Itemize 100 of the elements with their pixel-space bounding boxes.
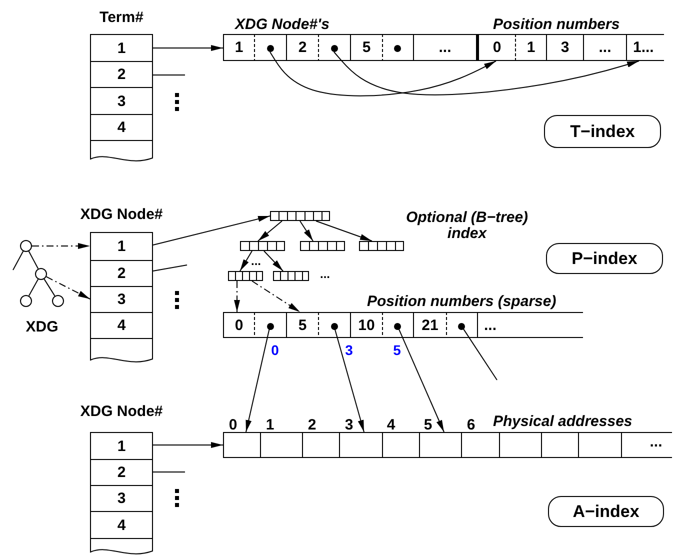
btree-node xyxy=(240,241,285,251)
index-tag: T−index xyxy=(544,115,661,148)
btree-node xyxy=(273,271,309,281)
address-number: 1 xyxy=(266,416,274,434)
table-heading: Term# xyxy=(98,9,144,27)
edge-label: 5 xyxy=(393,342,401,358)
array-cell: 21 xyxy=(413,312,446,338)
table-heading: XDG Node# xyxy=(79,403,164,421)
btree-node xyxy=(300,241,345,251)
index-tag: P−index xyxy=(546,243,663,274)
memory-cell xyxy=(419,432,461,458)
table-cell: 3 xyxy=(90,485,153,512)
table-cell: 1 xyxy=(90,232,153,261)
arrow xyxy=(152,45,224,51)
torn-table-end xyxy=(90,538,153,557)
connector-line xyxy=(12,250,24,270)
arrow xyxy=(152,216,270,246)
connector-line xyxy=(44,278,56,296)
memory-cell xyxy=(302,432,339,458)
tree-node-circle xyxy=(20,295,32,307)
memory-cell xyxy=(339,432,382,458)
arrow xyxy=(316,220,372,242)
address-number: 6 xyxy=(466,416,476,434)
dash-dot-arrow xyxy=(252,280,300,312)
array-heading: XDG Node#'s xyxy=(235,16,330,34)
memory-cell xyxy=(223,432,260,458)
pointer-dot xyxy=(330,45,338,52)
array xyxy=(223,413,675,458)
tree-node-circle xyxy=(35,268,47,280)
memory-cell xyxy=(541,432,578,458)
array-cell: ... xyxy=(477,312,583,338)
annotation: Optional (B−tree) index xyxy=(404,210,530,242)
tree-caption: XDG xyxy=(26,318,58,336)
pointer-dot xyxy=(458,322,465,330)
tree-node-circle xyxy=(52,295,64,307)
arrow xyxy=(334,52,640,96)
arrow xyxy=(334,328,364,432)
dash-dot-arrow xyxy=(46,276,90,300)
array-cell: 2 xyxy=(286,34,318,61)
pointer-dot xyxy=(330,322,338,330)
array-heading: Position numbers xyxy=(493,16,620,34)
memory-cell xyxy=(499,432,541,458)
array-cell: 1 xyxy=(515,34,546,61)
table-cell: 4 xyxy=(90,511,153,539)
arrow xyxy=(398,328,444,432)
memory-cell xyxy=(621,432,672,458)
array-cell: 5 xyxy=(350,34,382,61)
address-number: 4 xyxy=(386,416,396,434)
table-cell: 1 xyxy=(90,34,153,62)
array-cell: 3 xyxy=(546,34,583,61)
pointer-dot xyxy=(394,45,401,52)
connector-line xyxy=(152,74,186,76)
array-cell: 0 xyxy=(223,312,254,338)
array-cell: 1 xyxy=(223,34,254,61)
pointer-dot xyxy=(266,45,274,52)
array-heading: Position numbers (sparse) xyxy=(367,293,556,311)
memory-cell xyxy=(260,432,302,458)
tree-node-circle xyxy=(20,240,32,252)
edge-label: 0 xyxy=(271,342,279,358)
arrow xyxy=(264,250,284,272)
array-cell: ... xyxy=(413,34,476,61)
btree-node xyxy=(359,241,404,251)
arrow xyxy=(152,442,224,448)
arrow xyxy=(258,220,282,242)
address-number: 2 xyxy=(308,416,316,434)
dash-dot-arrow xyxy=(234,280,240,312)
array xyxy=(223,15,665,61)
ellipsis: ... xyxy=(650,434,662,450)
dash-dot-arrow xyxy=(32,243,90,249)
array-cell: ... xyxy=(583,34,626,61)
arrow xyxy=(300,220,314,242)
address-number: 3 xyxy=(344,416,354,434)
table-cell: 3 xyxy=(90,87,153,115)
btree-node xyxy=(270,211,330,221)
pointer-dot xyxy=(266,322,274,330)
array-cell: 0 xyxy=(476,34,515,61)
arrow xyxy=(240,250,252,272)
table-cell: 1 xyxy=(90,432,153,460)
ellipsis: ... xyxy=(251,254,261,268)
array-cell: 5 xyxy=(286,312,318,338)
address-number: 5 xyxy=(424,416,432,434)
memory-cell xyxy=(461,432,499,458)
connector-line xyxy=(28,278,39,296)
table-cell: 3 xyxy=(90,286,153,313)
table-cell: 4 xyxy=(90,114,153,141)
array-cell: 1... xyxy=(626,34,664,61)
edge-label: 3 xyxy=(345,342,353,358)
arrow xyxy=(270,52,496,96)
btree-node xyxy=(228,271,263,281)
memory-cell xyxy=(578,432,621,458)
array-cell: 10 xyxy=(350,312,382,338)
connector-line xyxy=(28,250,39,270)
pointer-dot xyxy=(394,322,401,330)
table-cell: 2 xyxy=(90,61,153,88)
table-heading: XDG Node# xyxy=(79,206,164,224)
ellipsis: ... xyxy=(320,267,330,281)
arrow xyxy=(246,328,270,432)
connector-line xyxy=(462,328,498,380)
index-tag: A−index xyxy=(548,496,664,527)
memory-cell xyxy=(382,432,419,458)
